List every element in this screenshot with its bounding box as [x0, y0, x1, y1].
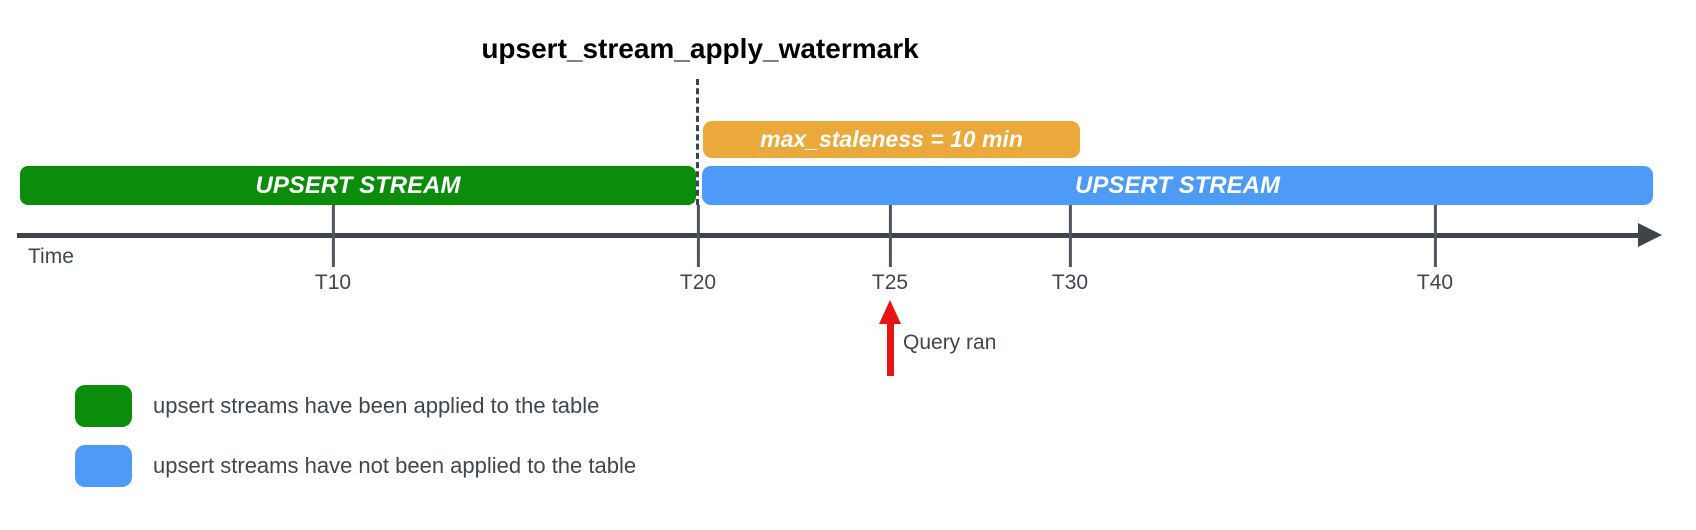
tick-T10: T10 [315, 205, 351, 295]
staleness-bar: max_staleness = 10 min [703, 121, 1080, 158]
legend-item-label: upsert streams have not been applied to … [153, 453, 637, 478]
legend-item-label: upsert streams have been applied to the … [153, 393, 600, 418]
time-axis-arrowhead-icon [1638, 223, 1662, 247]
tick-label: T20 [679, 271, 717, 294]
tick-label: T30 [1051, 271, 1089, 294]
tick-mark [1068, 205, 1072, 267]
time-axis-line [17, 233, 1641, 238]
time-axis-label: Time [28, 245, 74, 268]
tick-label: T10 [314, 271, 352, 294]
tick-T30: T30 [1052, 205, 1088, 295]
query-ran-label: Query ran [903, 331, 997, 354]
applied-bar-label: UPSERT STREAM [255, 171, 461, 199]
query-arrow-icon [879, 300, 901, 376]
legend-item: upsert streams have not been applied to … [75, 445, 636, 487]
query-arrow-shaft [886, 324, 894, 376]
legend: upsert streams have been applied to the … [75, 385, 636, 505]
tick-mark [888, 205, 892, 267]
upsert-stream-pending-bar: UPSERT STREAM [702, 166, 1653, 205]
tick-mark [696, 205, 700, 267]
tick-label: T40 [1416, 271, 1454, 294]
tick-T40: T40 [1417, 205, 1453, 295]
legend-swatch-applied_green [75, 385, 132, 427]
page-title: upsert_stream_apply_watermark [481, 33, 919, 64]
tick-mark [331, 205, 335, 267]
tick-label: T25 [871, 271, 909, 294]
legend-item: upsert streams have been applied to the … [75, 385, 636, 427]
staleness-bar-label: max_staleness = 10 min [760, 126, 1023, 152]
tick-T25: T25 [872, 205, 908, 295]
tick-mark [1433, 205, 1437, 267]
upsert-stream-applied-bar: UPSERT STREAM [20, 166, 696, 205]
query-arrow-head [879, 300, 901, 324]
watermark-dashed-line [696, 79, 699, 205]
tick-T20: T20 [680, 205, 716, 295]
legend-swatch-pending_blue [75, 445, 132, 487]
pending-bar-label: UPSERT STREAM [1075, 171, 1280, 199]
